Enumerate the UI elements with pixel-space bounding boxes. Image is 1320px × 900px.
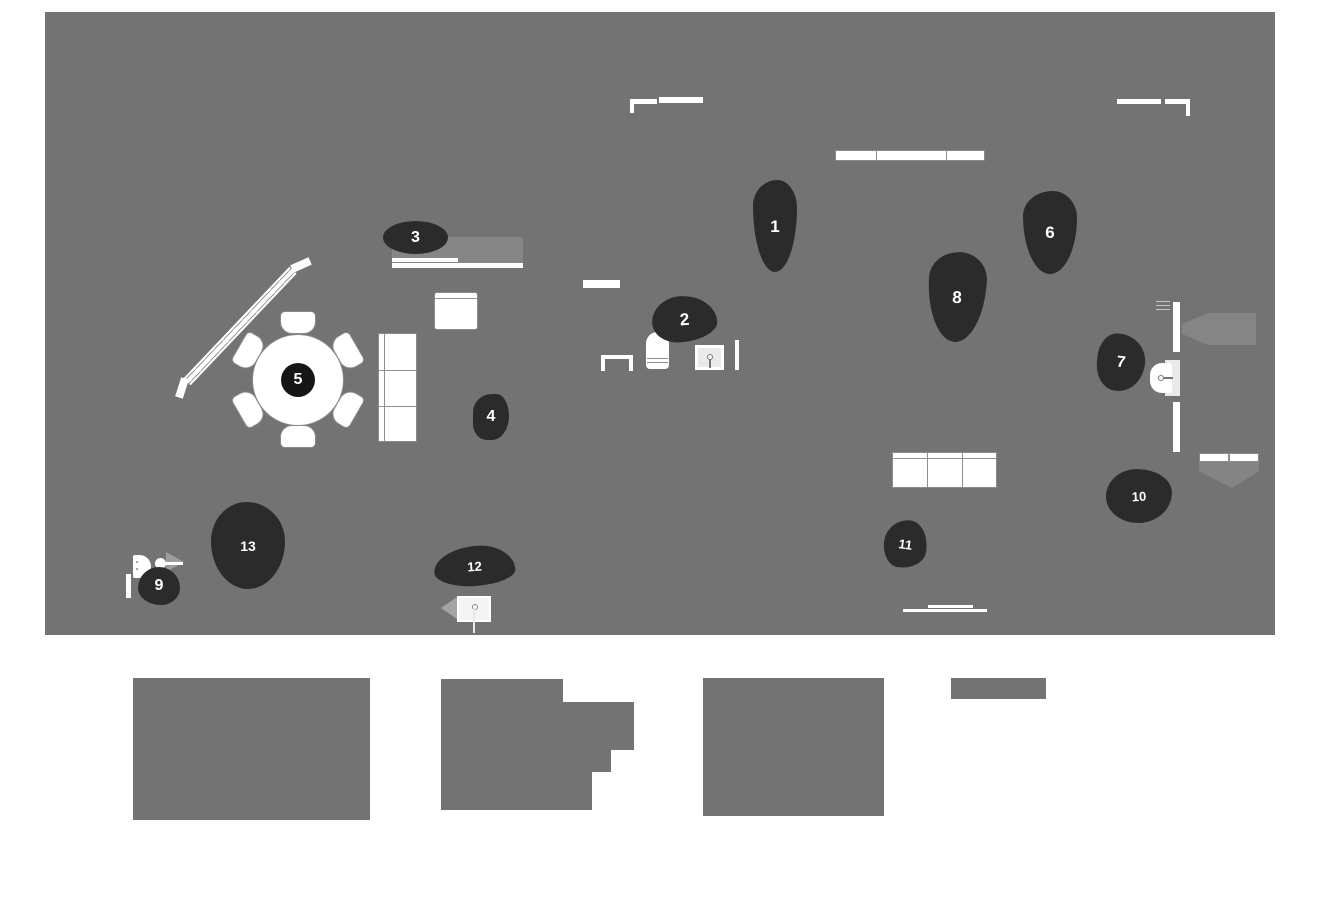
- sliding-door-icon: [903, 609, 987, 612]
- marker-2-label: 2: [679, 309, 690, 329]
- marker-9[interactable]: 9: [138, 567, 180, 605]
- console-shelf-icon: [1199, 453, 1259, 462]
- marker-8-label: 8: [951, 287, 963, 307]
- marker-1-label: 1: [770, 216, 780, 236]
- marker-12-label: 12: [466, 558, 483, 574]
- marker-5-label: 5: [293, 371, 303, 388]
- marker-9-label: 9: [154, 577, 164, 594]
- marker-10-label: 10: [1131, 488, 1147, 504]
- sliding-door-icon: [928, 605, 973, 608]
- pedestal-sink-icon: [1150, 358, 1182, 398]
- legend-block-2: [441, 679, 634, 810]
- legend-block-1: [133, 678, 370, 820]
- wall-segment-icon: [735, 340, 739, 370]
- marker-4-label: 4: [486, 408, 496, 425]
- wall-shelf-icon: [583, 280, 620, 288]
- toilet-icon: [646, 332, 669, 369]
- wall-corner-icon: [1165, 99, 1190, 104]
- marker-1[interactable]: 1: [753, 180, 797, 272]
- door-leaf-icon: [1173, 302, 1180, 352]
- marker-4[interactable]: 4: [473, 394, 509, 440]
- marker-3-label: 3: [411, 228, 420, 246]
- legend-block-4: [951, 678, 1046, 699]
- loveseat-icon: [434, 292, 478, 330]
- desk-counter-edge-icon: [392, 263, 523, 268]
- cabinet-3door-icon: [835, 150, 985, 161]
- whiteboard-stand-icon: [457, 596, 491, 633]
- wall-corner-icon: [630, 99, 657, 104]
- side-table-with-pin-icon: [695, 345, 724, 370]
- sofa-3seat-vertical-icon: [378, 333, 417, 442]
- marker-7-label: 7: [1115, 353, 1127, 371]
- wall-corner-icon: [1186, 99, 1190, 116]
- wall-segment-icon: [659, 97, 703, 103]
- legend-block-3: [703, 678, 884, 816]
- dining-chair-icon: [280, 311, 316, 334]
- door-leaf-icon: [1173, 402, 1180, 452]
- marker-13-label: 13: [240, 537, 256, 554]
- paper-holder-icon: [165, 562, 183, 565]
- wall-segment-icon: [1117, 99, 1161, 104]
- marker-13[interactable]: 13: [211, 502, 285, 589]
- dining-chair-icon: [280, 425, 316, 448]
- hatch-marks-icon: [1156, 301, 1170, 310]
- wall-corner-icon: [630, 99, 634, 113]
- marker-3[interactable]: 3: [383, 221, 448, 254]
- marker-6-label: 6: [1045, 223, 1055, 242]
- desk-counter-edge-icon: [392, 258, 458, 262]
- wall-segment-icon: [126, 574, 131, 598]
- console-table-icon: [601, 355, 633, 371]
- marker-11-label: 11: [897, 535, 914, 553]
- marker-5[interactable]: 5: [281, 363, 315, 397]
- paper-holder-icon: [155, 558, 166, 569]
- sofa-3seat-icon: [892, 452, 997, 488]
